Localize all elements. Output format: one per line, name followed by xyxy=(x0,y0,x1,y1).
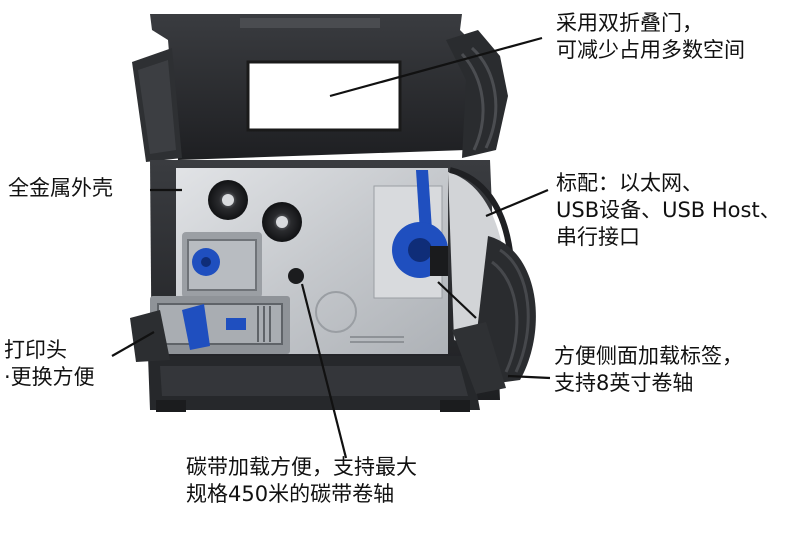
label-spindle-blue xyxy=(392,170,448,278)
annotation-shell: 全金属外壳 xyxy=(8,175,113,202)
top-lid xyxy=(150,14,470,160)
annotation-ports-line3: 串行接口 xyxy=(556,225,640,249)
callout-printhead xyxy=(111,331,155,357)
printhead-lever-blue xyxy=(182,248,246,350)
left-door-panel xyxy=(132,48,182,162)
lid-window xyxy=(246,60,402,132)
annotation-side-load-line2: 支持8英寸卷轴 xyxy=(554,371,694,395)
annotation-ribbon-line2: 规格450米的碳带卷轴 xyxy=(186,482,395,506)
annotation-ports: 标配：以太网、 USB设备、USB Host、 串行接口 xyxy=(556,170,781,251)
callout-lines xyxy=(111,36,551,459)
callout-ribbon xyxy=(300,283,348,459)
callout-ports xyxy=(485,188,549,218)
annotation-ribbon-line1: 碳带加载方便，支持最大 xyxy=(186,455,417,479)
annotation-printhead-line2: ·更换方便 xyxy=(4,365,95,389)
annotation-ribbon: 碳带加载方便，支持最大 规格450米的碳带卷轴 xyxy=(186,454,417,508)
annotation-shell-line1: 全金属外壳 xyxy=(8,176,113,200)
annotation-printhead-line1: 打印头 xyxy=(4,338,67,362)
annotation-door-line1: 采用双折叠门， xyxy=(556,11,703,35)
annotation-door: 采用双折叠门， 可减少占用多数空间 xyxy=(556,10,745,64)
callout-spindle xyxy=(437,281,477,319)
ribbon-spool-lower xyxy=(262,202,302,242)
annotation-side-load-line1: 方便侧面加载标签， xyxy=(554,344,743,368)
callout-door xyxy=(329,36,543,98)
annotation-side-load: 方便侧面加载标签， 支持8英寸卷轴 xyxy=(554,343,743,397)
right-door-bottom xyxy=(448,167,536,394)
annotation-printhead: 打印头 ·更换方便 xyxy=(4,337,95,391)
ribbon-spool-upper xyxy=(208,180,248,220)
callout-side-load xyxy=(507,374,551,380)
annotation-ports-line2: USB设备、USB Host、 xyxy=(556,198,781,222)
annotation-door-line2: 可减少占用多数空间 xyxy=(556,38,745,62)
panel-knob xyxy=(288,268,304,284)
annotation-ports-line1: 标配：以太网、 xyxy=(556,171,703,195)
